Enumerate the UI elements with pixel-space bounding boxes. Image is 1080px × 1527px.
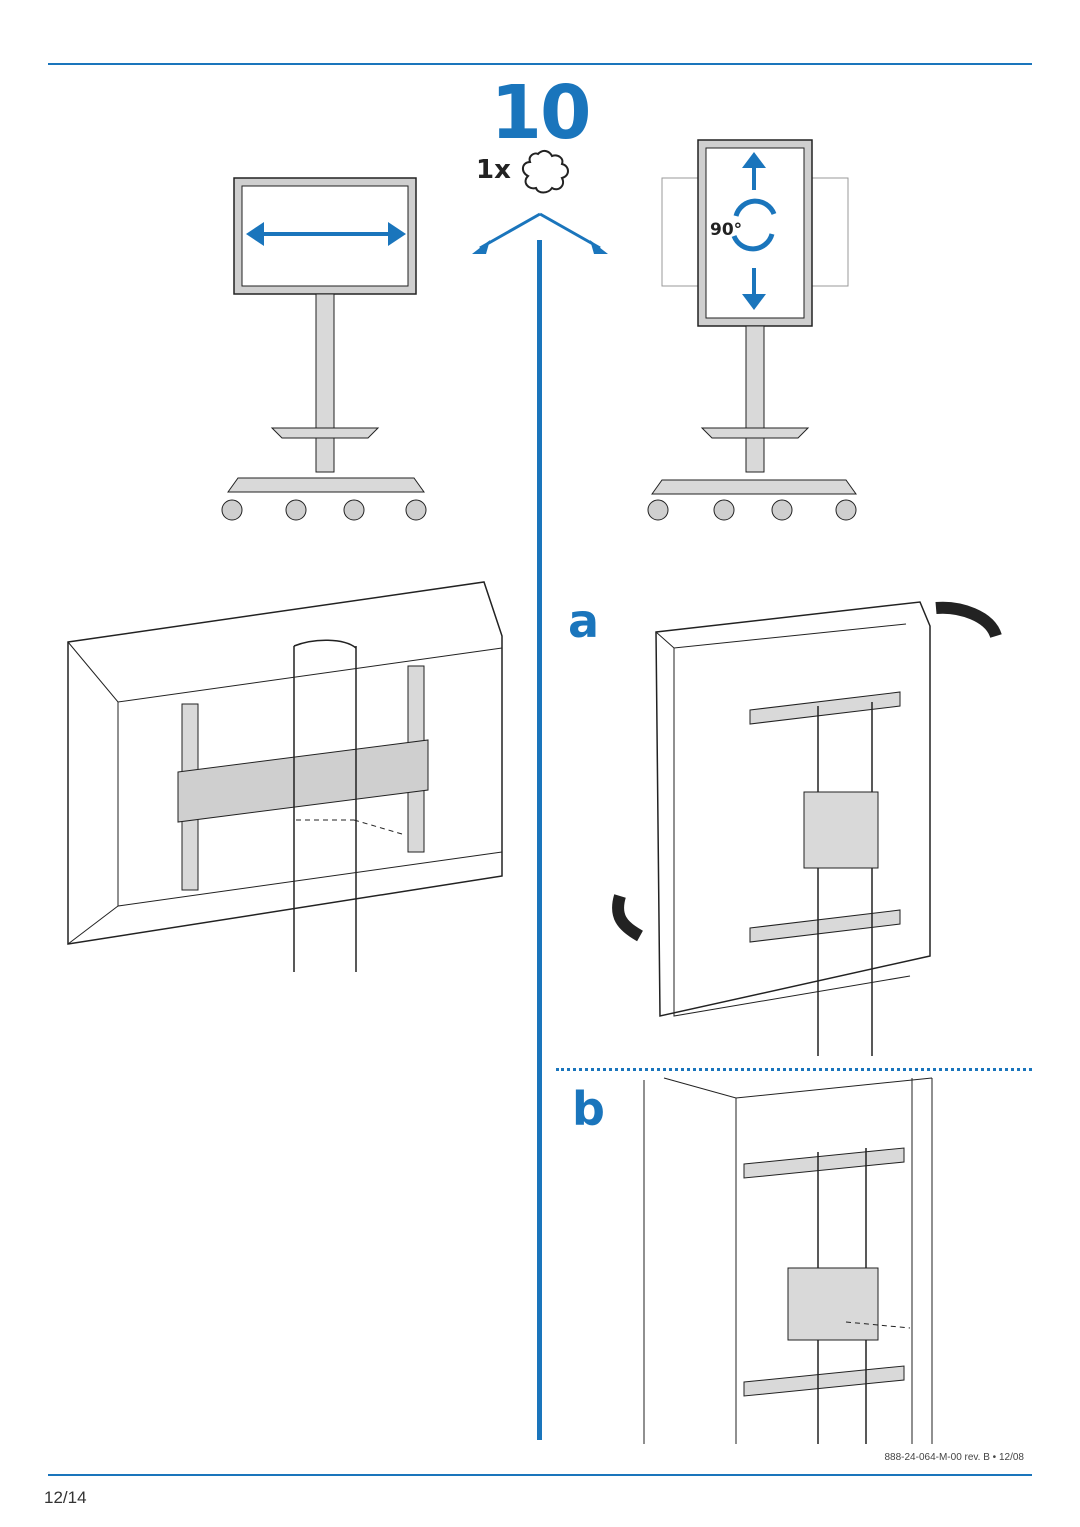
knob-icon	[522, 149, 569, 194]
angle-label: 90°	[710, 220, 743, 240]
page-number: 12/14	[44, 1488, 87, 1507]
portrait-stand-illustration	[647, 139, 857, 521]
substep-b-label: b	[572, 1082, 605, 1136]
landscape-back-detail	[67, 581, 503, 972]
substep-separator	[556, 1068, 1032, 1071]
substep-a-label: a	[568, 594, 600, 648]
rotate-detail-a	[612, 601, 1002, 1056]
quantity-label: 1x	[476, 155, 511, 185]
document-code: 888-24-064-M-00 rev. B • 12/08	[884, 1452, 1024, 1463]
top-rule	[48, 63, 1032, 65]
tighten-detail-b	[643, 1077, 933, 1444]
bottom-rule	[48, 1474, 1032, 1476]
vertical-divider	[537, 240, 542, 1440]
step-number: 10	[490, 70, 592, 156]
landscape-stand-illustration	[221, 177, 427, 521]
diverging-arrows	[472, 212, 608, 254]
